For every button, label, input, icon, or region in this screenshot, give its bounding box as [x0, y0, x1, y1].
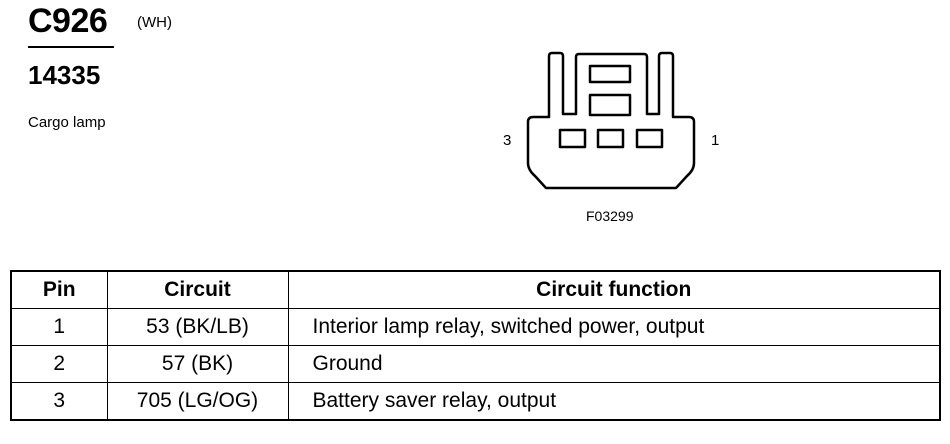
cell-circuit: 57 (BK)	[106, 345, 289, 383]
latch-lower	[588, 93, 632, 117]
connector-description: Cargo lamp	[28, 114, 106, 131]
pinout-table: Pin Circuit Circuit function 1 53 (BK/LB…	[10, 270, 941, 421]
latch-top	[588, 64, 632, 84]
cavity-pin-3	[558, 128, 587, 149]
cell-circuit: 53 (BK/LB)	[106, 308, 289, 346]
cavity-pin-2	[596, 128, 625, 149]
cell-function: Ground	[287, 345, 941, 383]
cavity-pin-1	[635, 128, 664, 149]
pin-label-left: 3	[503, 132, 512, 149]
table-row: 1 53 (BK/LB) Interior lamp relay, switch…	[10, 308, 941, 346]
connector-face-diagram	[526, 51, 696, 190]
title-underline	[28, 46, 114, 48]
connector-id: C926	[28, 2, 108, 40]
table-header-row: Pin Circuit Circuit function	[10, 270, 941, 309]
table-row: 3 705 (LG/OG) Battery saver relay, outpu…	[10, 382, 941, 421]
header-circuit-function: Circuit function	[287, 270, 941, 309]
connector-color: (WH)	[137, 14, 172, 31]
header-pin: Pin	[10, 270, 108, 309]
figure-id: F03299	[586, 208, 634, 224]
header-circuit: Circuit	[106, 270, 289, 309]
table-row: 2 57 (BK) Ground	[10, 345, 941, 383]
cell-function: Battery saver relay, output	[287, 382, 941, 421]
cell-circuit: 705 (LG/OG)	[106, 382, 289, 421]
cell-pin: 3	[10, 382, 108, 421]
connector-body	[526, 51, 696, 190]
cell-function: Interior lamp relay, switched power, out…	[287, 308, 941, 346]
pin-label-right: 1	[711, 132, 720, 149]
cell-pin: 2	[10, 345, 108, 383]
part-number: 14335	[28, 60, 101, 90]
cell-pin: 1	[10, 308, 108, 346]
